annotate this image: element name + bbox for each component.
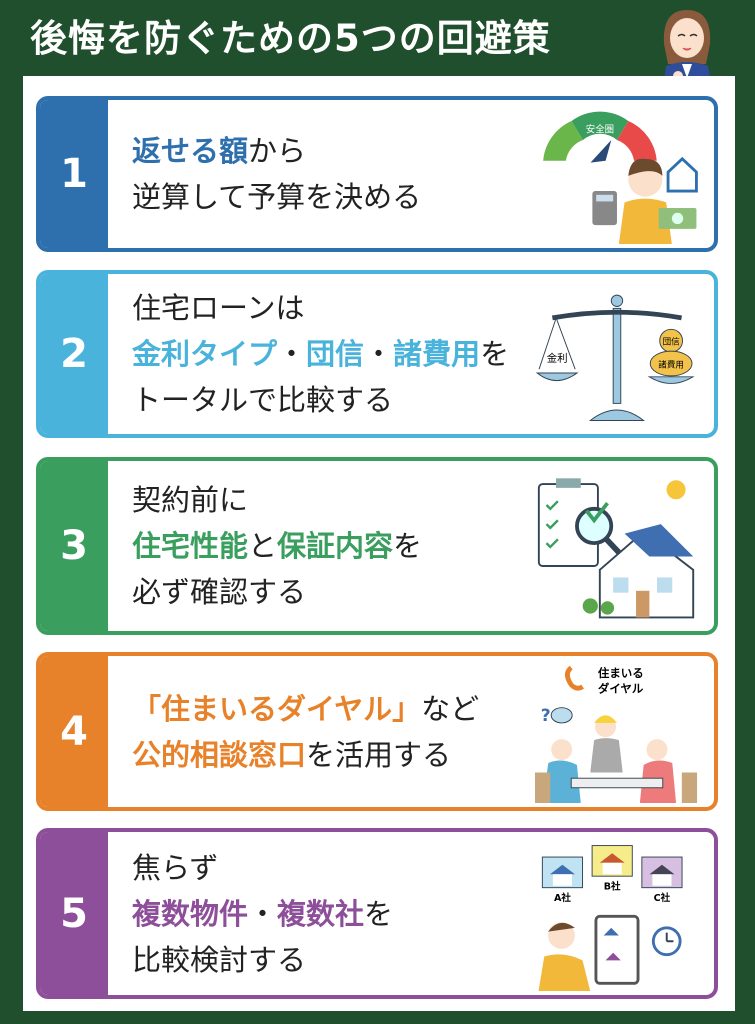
mascot-woman-illustration bbox=[662, 10, 714, 96]
text-segment: など bbox=[421, 691, 480, 726]
card-line: 住宅ローンは bbox=[132, 285, 509, 331]
highlight-text: 複数社 bbox=[277, 896, 365, 931]
card-5: 5 焦らず複数物件・複数社を比較検討する A社 B社 C社 bbox=[36, 828, 718, 999]
card-number: 1 bbox=[40, 100, 108, 248]
highlight-text: 「住まいるダイヤル」 bbox=[132, 691, 422, 726]
dial-label-1: 住まいる bbox=[598, 666, 644, 680]
text-segment: トータルで比較する bbox=[132, 383, 394, 417]
company-a-label: A社 bbox=[554, 892, 571, 904]
card-text: 契約前に住宅性能と保証内容を必ず確認する bbox=[132, 461, 422, 631]
card-line: 返せる額から bbox=[132, 128, 421, 174]
consultation-illustration: 住まいる ダイヤル ? bbox=[529, 660, 704, 803]
card-text: 「住まいるダイヤル」など公的相談窓口を活用する bbox=[132, 656, 479, 807]
text-segment: ・ bbox=[277, 337, 307, 371]
comparison-illustration: A社 B社 C社 bbox=[529, 836, 704, 991]
text-segment: から bbox=[248, 134, 307, 168]
stopwatch-icon bbox=[651, 926, 682, 957]
card-number: 2 bbox=[40, 274, 108, 434]
card-text: 返せる額から逆算して予算を決める bbox=[132, 100, 421, 248]
card-line: 焦らず bbox=[132, 845, 393, 891]
text-segment: を bbox=[393, 529, 423, 563]
left-pan-label: 金利 bbox=[547, 352, 568, 365]
card-4: 4 「住まいるダイヤル」など公的相談窓口を活用する 住まいる ダイヤル ? bbox=[36, 652, 718, 811]
tablet-icon bbox=[594, 914, 640, 985]
card-line: 必ず確認する bbox=[132, 569, 422, 615]
text-segment: を bbox=[480, 337, 510, 371]
magnifier-icon bbox=[575, 506, 614, 546]
dial-label-2: ダイヤル bbox=[598, 681, 644, 695]
right-bottom-label: 諸費用 bbox=[658, 358, 684, 370]
text-segment: 焦らず bbox=[132, 850, 219, 885]
sun-icon bbox=[666, 480, 686, 500]
highlight-text: 複数物件 bbox=[132, 896, 249, 931]
right-top-label: 団信 bbox=[663, 336, 681, 348]
text-segment: を活用する bbox=[306, 737, 452, 772]
svg-text:?: ? bbox=[541, 706, 551, 726]
scale-illustration: 金利 団信 諸費用 bbox=[529, 278, 704, 430]
highlight-text: 団信 bbox=[306, 337, 365, 371]
text-segment: 逆算して予算を決める bbox=[132, 180, 422, 214]
text-segment: 必ず確認する bbox=[132, 575, 307, 609]
card-line: 「住まいるダイヤル」など bbox=[132, 686, 479, 732]
page-title: 後悔を防ぐための5つの回避策 bbox=[30, 17, 551, 60]
highlight-text: 保証内容 bbox=[277, 529, 394, 563]
card-text: 住宅ローンは金利タイプ・団信・諸費用をトータルで比較する bbox=[132, 274, 509, 434]
card-line: 公的相談窓口を活用する bbox=[132, 732, 479, 778]
text-segment: を bbox=[364, 896, 394, 931]
text-segment: と bbox=[248, 529, 278, 563]
gauge-label: 安全圏 bbox=[586, 123, 614, 135]
card-line: 複数物件・複数社を bbox=[132, 891, 393, 937]
card-2: 2 住宅ローンは金利タイプ・団信・諸費用をトータルで比較する 金利 団信 諸費用 bbox=[36, 270, 718, 438]
card-1: 1 返せる額から逆算して予算を決める 安全圏 bbox=[36, 96, 718, 252]
card-line: 金利タイプ・団信・諸費用を bbox=[132, 331, 509, 377]
card-line: 契約前に bbox=[132, 477, 422, 523]
gauge-needle-icon bbox=[590, 139, 612, 163]
text-segment: 比較検討する bbox=[132, 942, 307, 977]
highlight-text: 金利タイプ bbox=[132, 337, 278, 371]
highlight-text: 公的相談窓口 bbox=[132, 737, 307, 772]
text-segment: ・ bbox=[248, 896, 278, 931]
phone-icon bbox=[565, 665, 584, 691]
highlight-text: 返せる額 bbox=[132, 134, 249, 168]
company-c-label: C社 bbox=[654, 892, 671, 904]
house-icon bbox=[666, 156, 698, 193]
card-line: トータルで比較する bbox=[132, 377, 509, 423]
card-number: 4 bbox=[40, 656, 108, 807]
highlight-text: 住宅性能 bbox=[132, 529, 249, 563]
text-segment: 住宅ローンは bbox=[132, 291, 305, 325]
card-3: 3 契約前に住宅性能と保証内容を必ず確認する bbox=[36, 457, 718, 635]
text-segment: 契約前に bbox=[132, 483, 249, 517]
inspection-illustration bbox=[529, 465, 704, 627]
card-number: 5 bbox=[40, 832, 108, 995]
card-number: 3 bbox=[40, 461, 108, 631]
company-b-label: B社 bbox=[604, 881, 621, 893]
text-segment: ・ bbox=[364, 337, 394, 371]
gauge-green bbox=[543, 121, 583, 161]
card-line: 逆算して予算を決める bbox=[132, 174, 421, 220]
card-line: 比較検討する bbox=[132, 937, 393, 983]
card-line: 住宅性能と保証内容を bbox=[132, 523, 422, 569]
budget-illustration: 安全圏 bbox=[529, 104, 704, 244]
highlight-text: 諸費用 bbox=[393, 337, 481, 371]
card-text: 焦らず複数物件・複数社を比較検討する bbox=[132, 832, 393, 995]
